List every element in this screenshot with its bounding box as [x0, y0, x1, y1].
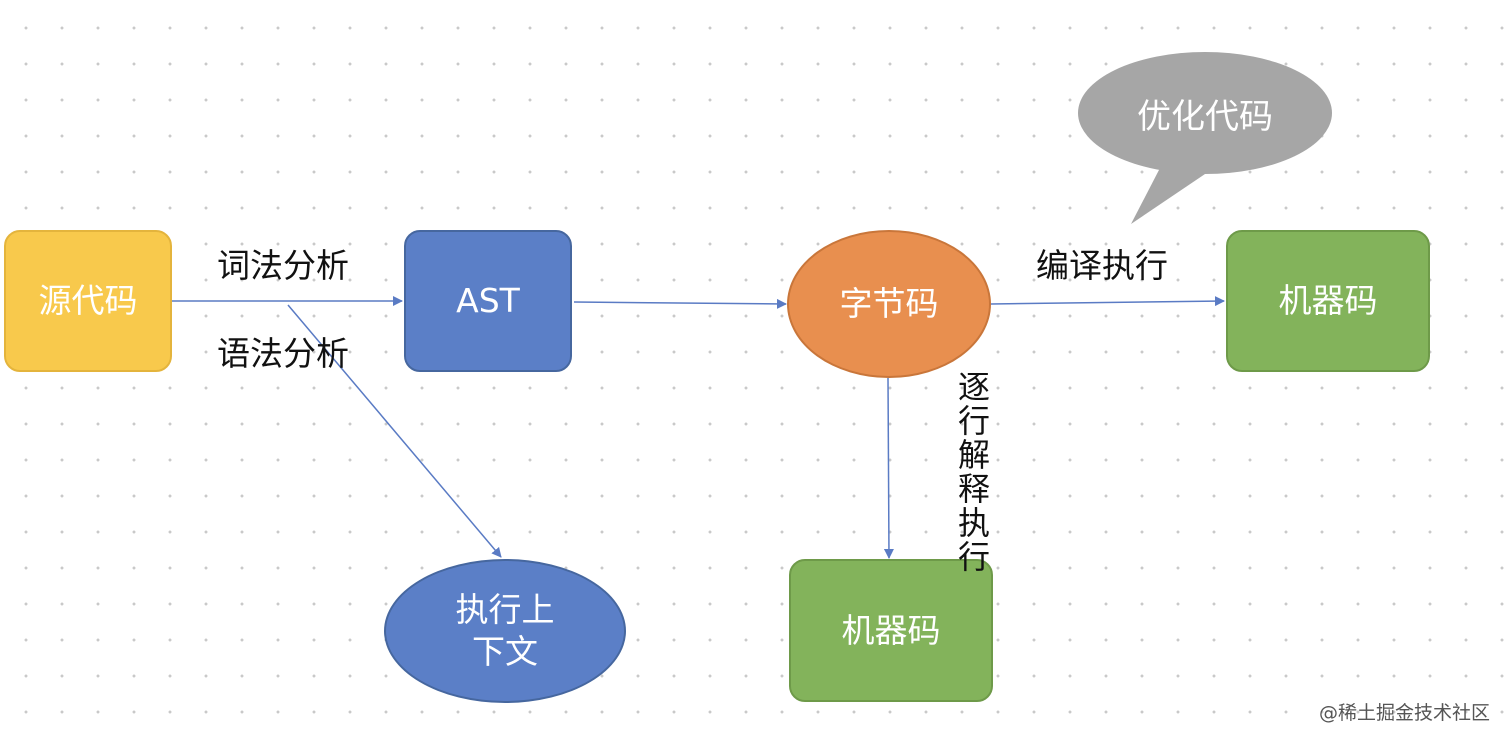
lexical-analysis-label: 词法分析: [217, 246, 349, 285]
machine-code-interpreted-label: 机器码: [841, 610, 941, 650]
machine-code-interpreted-node: 机器码: [789, 559, 993, 702]
edge-ast-to-bytecode: [573, 298, 787, 309]
syntax-analysis-label: 语法分析: [217, 334, 349, 373]
ast-label: AST: [456, 281, 520, 321]
machine-code-compiled-node: 机器码: [1226, 230, 1430, 372]
machine-code-compiled-label: 机器码: [1278, 281, 1378, 321]
compile-execute-label: 编译执行: [1036, 246, 1168, 285]
execution-context-label: 执行上下文: [455, 590, 555, 671]
execution-context-node: 执行上下文: [384, 559, 626, 703]
bytecode-node: 字节码: [787, 230, 991, 378]
ast-node: AST: [404, 230, 572, 372]
optimize-code-label: 优化代码: [1137, 96, 1273, 137]
watermark: @稀土掘金技术社区: [1318, 702, 1490, 724]
source-code-label: 源代码: [38, 281, 138, 321]
edge-analysis-to-context: [287, 304, 502, 558]
bytecode-label: 字节码: [839, 284, 939, 324]
edge-bytecode-to-machine-code: [990, 296, 1225, 307]
edge-bytecode-to-interpreted: [883, 377, 894, 559]
optimize-code-bubble: 优化代码: [1078, 52, 1332, 174]
bubble-tail: [1131, 168, 1208, 224]
source-code-node: 源代码: [4, 230, 172, 372]
interpret-line-by-line-label: 逐行解释执行: [957, 368, 990, 576]
